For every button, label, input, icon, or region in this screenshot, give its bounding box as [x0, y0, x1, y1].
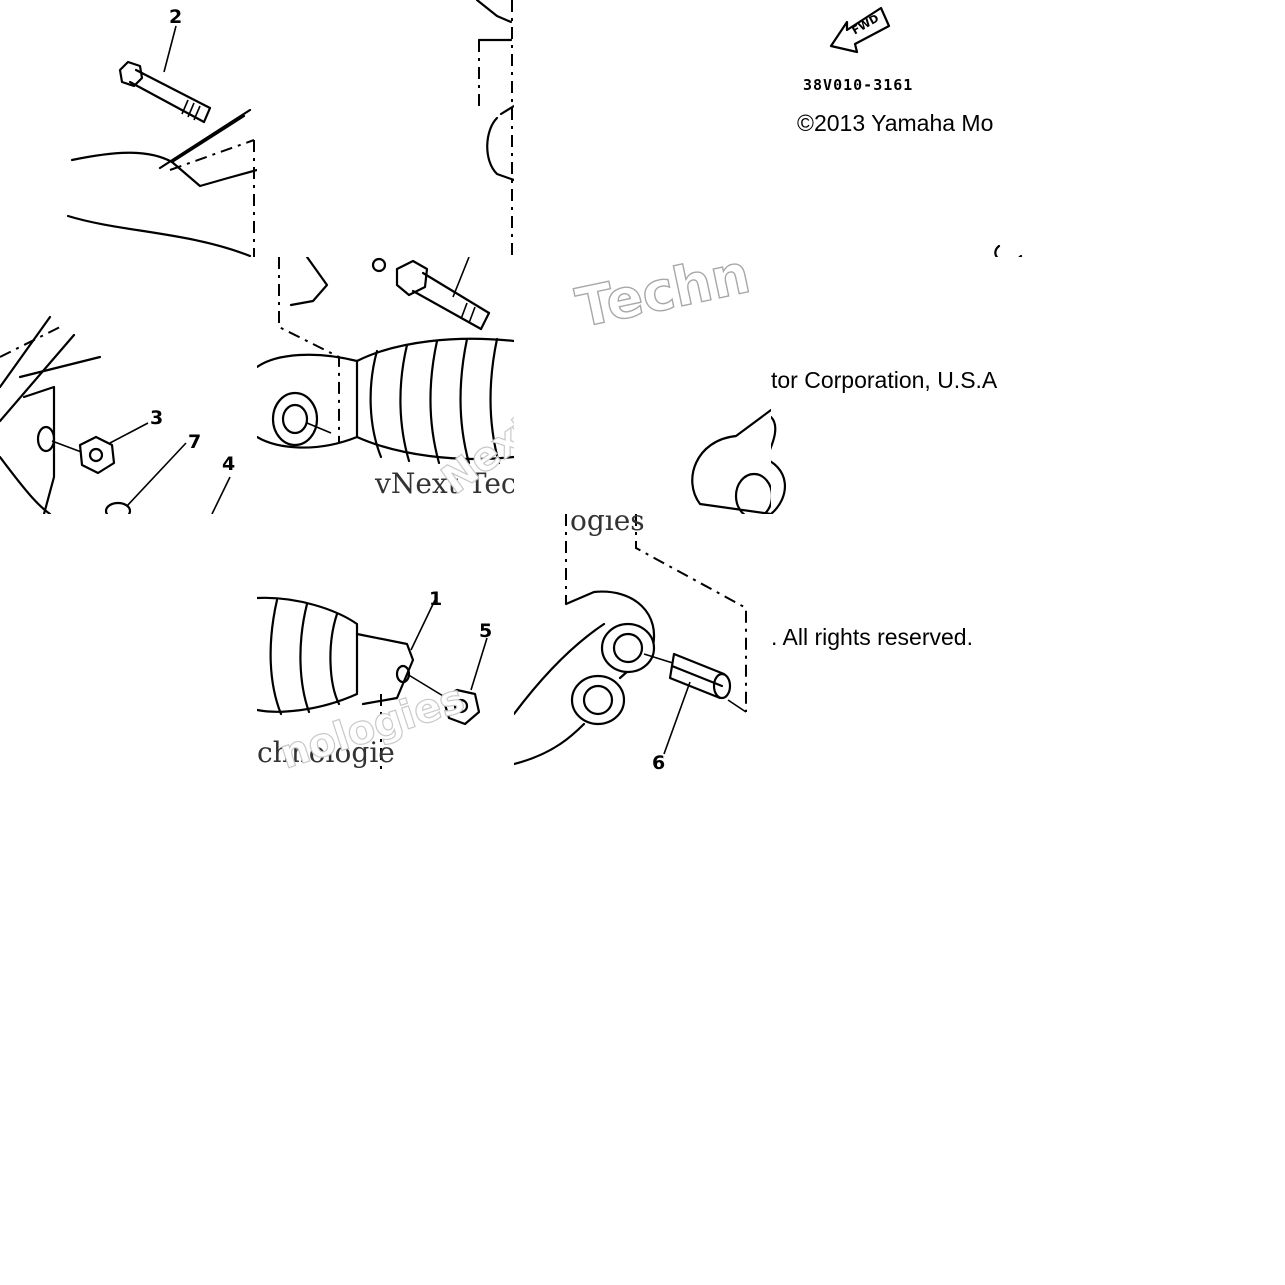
callout-3: 3: [150, 407, 164, 429]
diagram-tile-upper-right: FWD 38V010-3161 ©2013 Yamaha Mo: [771, 0, 1028, 257]
copyright-line-1: ©2013 Yamaha Mo: [797, 110, 994, 136]
diagram-tile-upper-left: 2: [0, 0, 257, 257]
diagram-tile-lower-far-right: . All rights reserved.: [771, 514, 1028, 771]
watermark-ogies: ogies: [570, 514, 645, 537]
copyright-line-3: . All rights reserved.: [771, 624, 973, 650]
callout-6: 6: [652, 752, 666, 772]
watermark-techn: Techn: [570, 257, 756, 341]
diagram-tile-center: vNext Tec Next: [257, 257, 514, 514]
watermark-chnologie: chnologie: [257, 736, 395, 769]
callout-2: 2: [169, 6, 183, 28]
diagram-tile-middle-right: tor Corporation, U.S.A: [771, 257, 1028, 514]
callout-1: 1: [429, 588, 443, 610]
callout-5: 5: [479, 620, 493, 642]
watermark-vnext: vNext Tec: [375, 467, 514, 500]
fwd-arrow-icon: [829, 6, 891, 54]
diagram-tile-lower-right: 6 ogies: [514, 514, 771, 771]
callout-7: 7: [188, 431, 202, 453]
drawing-code: 38V010-3161: [803, 76, 914, 94]
diagram-tile-lower-center: 1 5 chnologie nologies: [257, 514, 514, 771]
diagram-tile-link-bracket: [686, 400, 771, 514]
diagram-tile-middle-left: 3 7 4: [0, 257, 257, 514]
copyright-line-2: tor Corporation, U.S.A: [771, 367, 998, 393]
diagram-tile-upper-center: [257, 0, 514, 257]
callout-4: 4: [222, 453, 236, 475]
